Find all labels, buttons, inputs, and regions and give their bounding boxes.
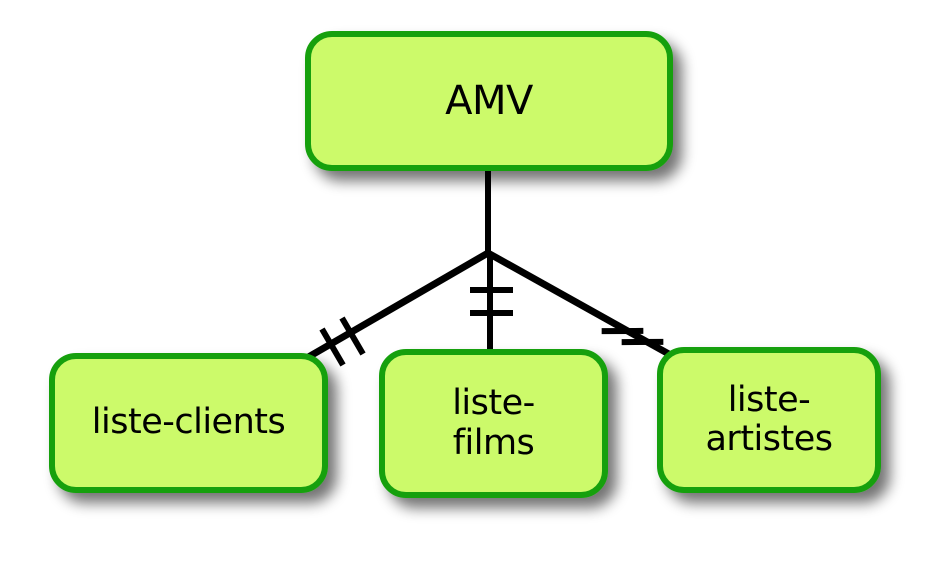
connector-group	[296, 168, 678, 367]
node-liste-clients[interactable]	[49, 353, 328, 493]
tick-clients-inner	[339, 316, 366, 356]
node-liste-films[interactable]	[379, 349, 608, 498]
node-liste-artistes[interactable]	[657, 347, 881, 493]
node-group	[49, 31, 881, 498]
tick-artistes-outer	[621, 338, 664, 346]
tick-clients-outer	[319, 327, 346, 367]
edge-junction-to-liste-clients	[296, 249, 490, 367]
tick-artistes-inner	[601, 327, 644, 335]
node-amv[interactable]	[305, 31, 673, 171]
